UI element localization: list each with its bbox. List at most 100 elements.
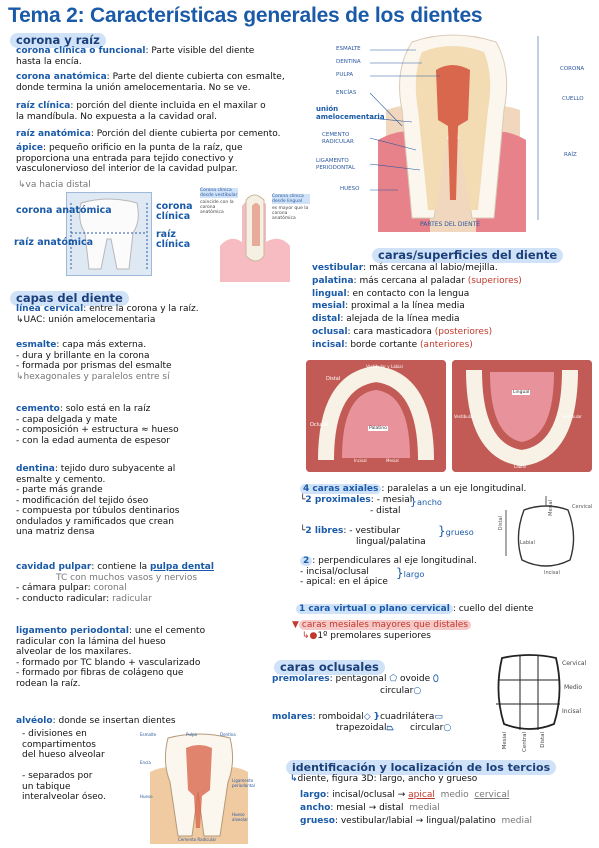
label-raiz-clinica: raíz clínica (156, 229, 191, 250)
alv-lbl-dentina: Dentina (220, 732, 236, 737)
label-corona-anatomica: corona anatómica (16, 205, 112, 216)
corona-anatomica-def: corona anatómica: Parte del diente cubie… (16, 72, 285, 93)
arch-l-vestibular: Vestibular y Labial (366, 364, 403, 369)
tercio-incisal: Incisal (562, 708, 582, 715)
trapezoid-icon: ⏢ (386, 723, 394, 733)
tercios-list: largo: incisal/oclusal → apical medio ce… (300, 790, 533, 826)
caras-proximales: └2 proximales: - mesial (300, 495, 413, 505)
lower-arch-illustration (452, 360, 592, 472)
tercio-medio: Medio (564, 684, 583, 691)
alv-lbl-ligamento: Ligamento periodontal (232, 778, 255, 788)
raiz-anatomica-def: raíz anatómica: Porción del diente cubie… (16, 129, 281, 139)
arch-upper-photo: Vestibular y Labial Distal Oclusal Palat… (306, 360, 446, 472)
upper-arch-illustration (306, 360, 446, 472)
molares-trapezoidal: trapezoidal⏢ (336, 723, 394, 733)
caras-libres-lingual: lingual/palatina (356, 537, 426, 547)
small-fig-left-title: Corona clínica desde vestibular (200, 188, 238, 198)
crown-gum-figure: Corona clínica desde vestibular coincide… (200, 186, 310, 282)
part-cuello: CUELLO (562, 96, 584, 102)
arch-lower-photo: Lingual Vestibular Vestibular Labial (452, 360, 592, 472)
part-hueso: HUESO (340, 186, 360, 192)
part-ligamento: LIGAMENTO PERIODONTAL (316, 158, 356, 171)
brace-ancho: }ancho (410, 495, 442, 508)
section-oclusales: caras oclusales (274, 656, 385, 675)
rectangle-icon: ▭ (434, 712, 443, 722)
arch-r-labial: Labial (514, 464, 526, 469)
raiz-clinica-def: raíz clínica: porción del diente incluid… (16, 101, 266, 122)
tercios-diagram: Cervical Medio Incisal Mesial Central Di… (480, 652, 594, 754)
esmalte-def: esmalte: capa más externa. - dura y bril… (16, 340, 172, 382)
caras-mesiales-note: ▼caras mesiales mayores que distales ↳●1… (292, 620, 471, 641)
part-pulpa: PULPA (336, 72, 354, 78)
section-caras: caras/superficies del diente (372, 244, 564, 263)
incisor-mesial: Mesial (548, 500, 554, 516)
caras-perpendiculares: 2: perpendiculares al eje longitudinal. … (300, 556, 477, 587)
dentina-def: dentina: tejido duro subyacente al esmal… (16, 464, 180, 537)
premolares-def: premolares: pentagonal ⬠ ovoide ⬯ (272, 674, 439, 684)
ovoid-icon: ⬯ (433, 674, 439, 684)
cavidad-pulpar-def: cavidad pulpar: contiene la pulpa dental… (16, 562, 214, 604)
tooth-cross-section (312, 30, 594, 232)
alveolo-figure: Esmalte Pulpa Dentina Encía Ligamento pe… (140, 732, 258, 844)
alveolo-list: - divisiones en compartimentos del hueso… (22, 729, 106, 802)
arch-r-vestibular-r: Vestibular (562, 414, 582, 419)
heading-caras: caras/superficies del diente (372, 248, 564, 263)
circle-icon-2: ○ (443, 723, 452, 733)
apice-def: ápice: pequeño orificio en la punta de l… (16, 143, 243, 174)
molares-circular: circular○ (410, 723, 452, 733)
part-union-amelocementaria: unión amelocementaria (316, 105, 385, 121)
arch-l-incisal: Incisal (354, 458, 367, 463)
tercio-cervical: Cervical (562, 660, 587, 667)
label-raiz-anatomica: raíz anatómica (14, 237, 94, 248)
crown-gum-illustration (200, 188, 310, 282)
tercio-distal: Distal (540, 732, 546, 748)
tercio-mesial: Mesial (502, 732, 508, 750)
ligamento-def: ligamento periodontal: une el cemento ra… (16, 626, 206, 689)
alv-lbl-cemento: Cemento Radicular (178, 837, 217, 842)
part-dentina: DENTINA (336, 59, 361, 65)
incisor-incisal: Incisal (544, 570, 560, 576)
alveolo-illustration (150, 733, 248, 844)
partes-diente-figure: ESMALTE DENTINA PULPA ENCÍAS unión amelo… (312, 30, 594, 232)
alv-lbl-esmalte: Esmalte (140, 732, 157, 737)
arch-r-lingual: Lingual (512, 390, 531, 395)
section-capas: capas del diente (10, 287, 129, 306)
part-corona: CORONA (560, 66, 585, 72)
caras-libres: └2 libres: - vestibular (300, 526, 401, 536)
premolares-circular: circular○ (380, 686, 422, 696)
part-encias: ENCÍAS (336, 90, 357, 96)
heading-oclusales: caras oclusales (274, 660, 385, 675)
cemento-def: cemento: solo está en la raíz - capa del… (16, 404, 179, 446)
incisor-diagram: Distal Mesial Cervical Labial Incisal (498, 496, 594, 580)
rhombus-icon: ◇ (363, 712, 371, 722)
molar-illustration (70, 198, 148, 270)
heading-capas: capas del diente (10, 291, 129, 306)
section-tercios: identificación y localización de los ter… (286, 756, 557, 775)
molares-def: molares: romboidal◇ }cuadrilátera▭ (272, 712, 443, 722)
caras-axiales-def: 4 caras axiales: paralelas a un eje long… (300, 484, 526, 495)
alveolo-def: alvéolo: donde se insertan dientes (16, 716, 176, 726)
partes-caption: PARTES DEL DIENTE (420, 221, 481, 228)
alv-lbl-pulpa: Pulpa (186, 732, 197, 737)
tercios-subtitle: ↳diente, figura 3D: largo, ancho y grues… (290, 774, 478, 784)
corona-clinica-def: corona clínica o funcional: Parte visibl… (16, 46, 255, 67)
incisor-distal: Distal (498, 516, 504, 531)
circle-icon: ○ (413, 686, 422, 696)
arch-l-palatino: Palatino (368, 426, 388, 431)
page-title: Tema 2: Características generales de los… (8, 4, 483, 27)
incisor-labial: Labial (520, 540, 535, 546)
tercios-tooth-grid (496, 654, 561, 730)
incisor-outline (505, 496, 575, 567)
section-corona-raiz: corona y raíz (10, 29, 106, 48)
label-corona-clinica: corona clínica (156, 201, 193, 222)
arrow-note: ↳va hacia distal (18, 180, 91, 190)
caras-prox-distal: - distal (370, 506, 401, 516)
brace-largo: }largo (396, 566, 425, 580)
alv-lbl-hueso: Hueso (140, 794, 153, 799)
alv-lbl-hueso-alveolar: Hueso alveolar (232, 812, 249, 822)
linea-cervical-def: línea cervical: entre la corona y la raí… (16, 304, 199, 325)
small-fig-right-title: Corona clínica desde lingual (272, 194, 304, 204)
pentagon-icon: ⬠ (389, 674, 398, 684)
heading-corona-raiz: corona y raíz (10, 33, 106, 48)
arch-l-oclusal: Oclusal (310, 422, 329, 428)
